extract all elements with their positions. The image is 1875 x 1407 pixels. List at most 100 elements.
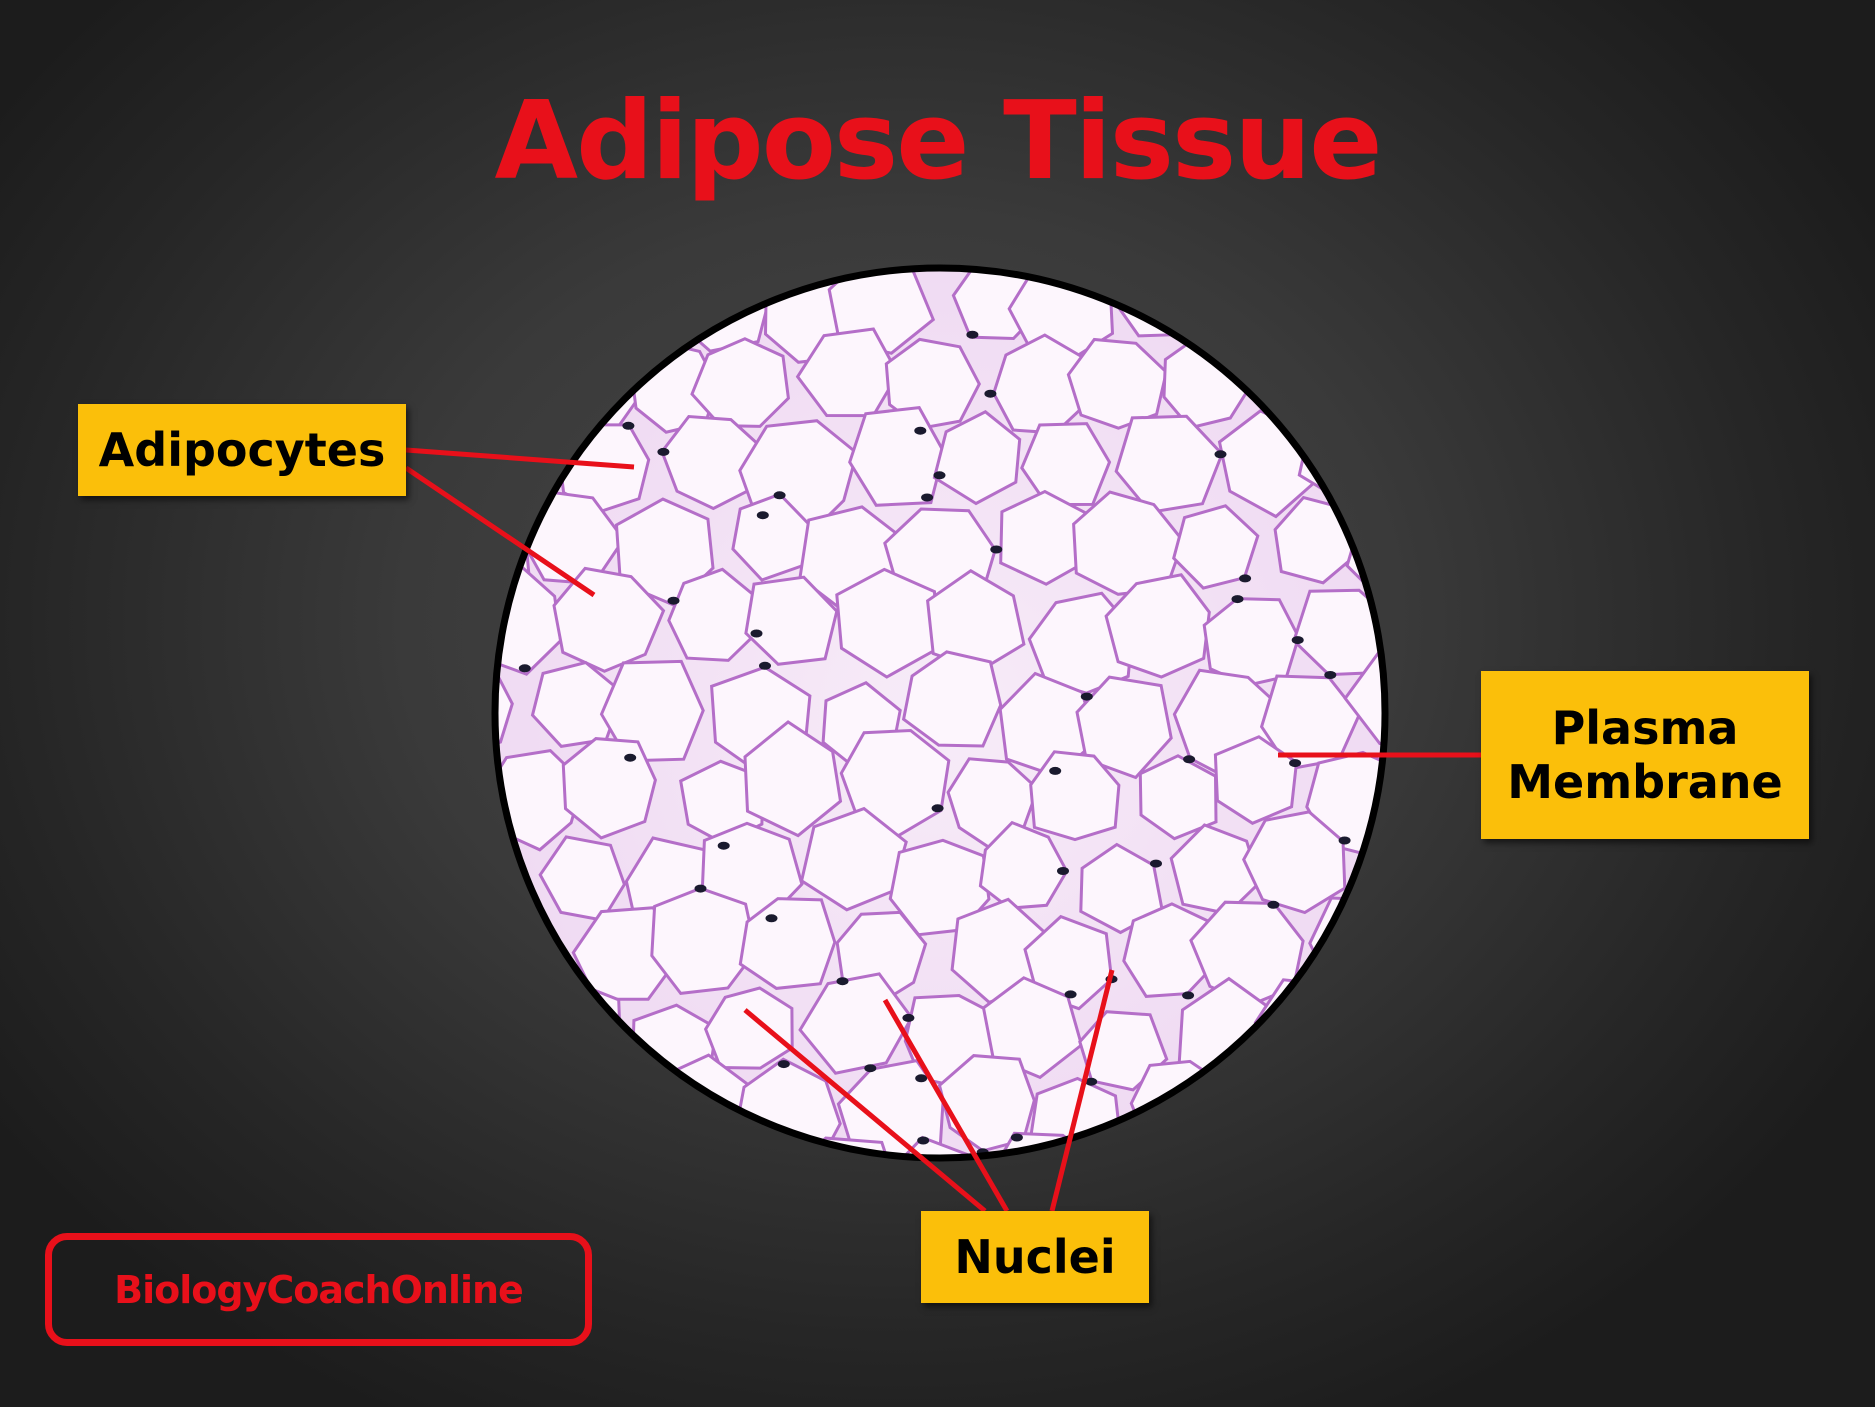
adipocyte-cell xyxy=(1343,647,1385,749)
adipocyte-cell xyxy=(884,337,981,430)
adipocyte-cell xyxy=(1075,675,1173,780)
adipocyte-cell xyxy=(782,1136,903,1158)
nucleus-dot xyxy=(470,820,482,828)
nucleus-dot xyxy=(931,804,944,813)
nucleus-dot xyxy=(990,545,1003,554)
nucleus-dot xyxy=(1289,332,1302,341)
adipocyte-cell xyxy=(744,575,839,666)
adipocyte-cell xyxy=(495,820,507,907)
nucleus-dot xyxy=(662,1089,675,1098)
adipocyte-cell xyxy=(650,886,758,995)
nucleus-dot xyxy=(1183,755,1196,764)
nucleus-dot xyxy=(1080,692,1093,701)
nucleus-dot xyxy=(1236,268,1249,276)
nucleus-dot xyxy=(917,1136,930,1145)
adipocyte-cell xyxy=(901,650,1003,748)
nucleus-dot xyxy=(1091,1164,1103,1172)
adipocyte-cell xyxy=(1114,414,1224,514)
nucleus-dot xyxy=(1422,935,1434,943)
adipocyte-cell xyxy=(1104,573,1211,679)
nucleus-dot xyxy=(759,661,771,670)
plasma-membrane-label: Plasma Membrane xyxy=(1481,671,1809,839)
nucleus-dot xyxy=(966,330,979,339)
nucleus-dot xyxy=(1289,759,1302,768)
adipocyte-cell xyxy=(552,566,666,673)
nucleus-dot xyxy=(915,1074,928,1083)
nucleus-dot xyxy=(921,493,934,502)
adipocyte-cell xyxy=(1066,337,1168,430)
nucleus-dot xyxy=(1324,671,1337,679)
nucleus-dot xyxy=(1070,254,1082,262)
plasma-membrane-label-line1: Plasma xyxy=(1551,700,1739,755)
adipocyte-cell xyxy=(522,978,623,1078)
adipocyte-cell xyxy=(839,728,951,838)
adipocytes-label: Adipocytes xyxy=(78,404,406,496)
adipocyte-cell xyxy=(798,972,914,1075)
adipocyte-cell xyxy=(1358,838,1385,945)
adipocyte-cell xyxy=(495,919,558,1005)
adipocytes-leader-1 xyxy=(405,447,635,470)
nucleus-dot xyxy=(478,830,490,838)
nucleus-dot xyxy=(624,753,637,762)
nucleus-dot xyxy=(765,914,778,923)
nucleus-dot xyxy=(902,1013,915,1022)
adipocyte-cell xyxy=(835,567,939,679)
nuclei-leader-3 xyxy=(1049,969,1115,1212)
adipocyte-cell xyxy=(495,658,514,756)
nucleus-dot xyxy=(694,884,707,893)
nucleus-dot xyxy=(1214,450,1227,459)
adipocyte-cell xyxy=(673,268,774,353)
adipocyte-cell xyxy=(690,337,790,428)
nucleus-dot xyxy=(777,1060,790,1069)
page-title: Adipose Tissue xyxy=(494,79,1383,204)
nucleus-dot xyxy=(622,421,635,430)
nuclei-label: Nuclei xyxy=(921,1211,1149,1303)
nucleus-dot xyxy=(773,491,786,500)
adipocyte-cell xyxy=(1260,335,1368,432)
nucleus-dot xyxy=(984,389,997,398)
nucleus-dot xyxy=(901,205,913,213)
nucleus-dot xyxy=(657,447,670,456)
nucleus-dot xyxy=(1291,636,1304,645)
nucleus-dot xyxy=(1049,766,1062,775)
brand-logo: BiologyCoachOnline xyxy=(45,1233,592,1346)
nucleus-dot xyxy=(1150,859,1162,868)
adipocyte-cell xyxy=(908,165,1001,265)
adipocyte-cell xyxy=(703,986,794,1070)
nucleus-dot xyxy=(1064,990,1077,999)
adipocyte-cell xyxy=(1242,810,1347,915)
nucleus-dot xyxy=(864,1064,877,1073)
micrograph-outline xyxy=(491,264,1389,1162)
brand-text: BiologyCoachOnline xyxy=(114,1267,524,1312)
nucleus-dot xyxy=(914,426,927,435)
nucleus-dot xyxy=(1231,595,1244,604)
adipocyte-cell xyxy=(976,165,1078,266)
adipocyte-cell xyxy=(393,597,490,692)
adipocyte-cell xyxy=(799,806,908,912)
adipocyte-cell xyxy=(743,720,843,838)
nucleus-dot xyxy=(756,511,769,520)
adipocyte-cell xyxy=(538,835,627,922)
plasma-membrane-label-line2: Membrane xyxy=(1507,755,1783,809)
nucleus-dot xyxy=(518,664,531,673)
nucleus-dot xyxy=(836,977,849,986)
nucleus-dot xyxy=(1267,900,1280,909)
adipocyte-cell xyxy=(1172,504,1260,590)
adipocyte-cell xyxy=(1202,597,1301,687)
nucleus-dot xyxy=(717,841,730,850)
adipocyte-cell xyxy=(1078,1010,1169,1092)
nucleus-dot xyxy=(564,977,577,986)
nucleus-dot xyxy=(1010,1133,1023,1142)
nucleus-dot xyxy=(667,596,680,605)
adipocytes-label-text: Adipocytes xyxy=(98,422,386,477)
nucleus-dot xyxy=(1338,836,1351,845)
adipocyte-cell xyxy=(738,897,837,990)
nuclei-leader-1 xyxy=(743,1008,987,1213)
nucleus-dot xyxy=(1057,867,1069,875)
nucleus-dot xyxy=(750,629,763,638)
leader-lines xyxy=(404,447,1481,1213)
nucleus-dot xyxy=(1085,1077,1098,1086)
nucleus-dot xyxy=(879,257,891,265)
